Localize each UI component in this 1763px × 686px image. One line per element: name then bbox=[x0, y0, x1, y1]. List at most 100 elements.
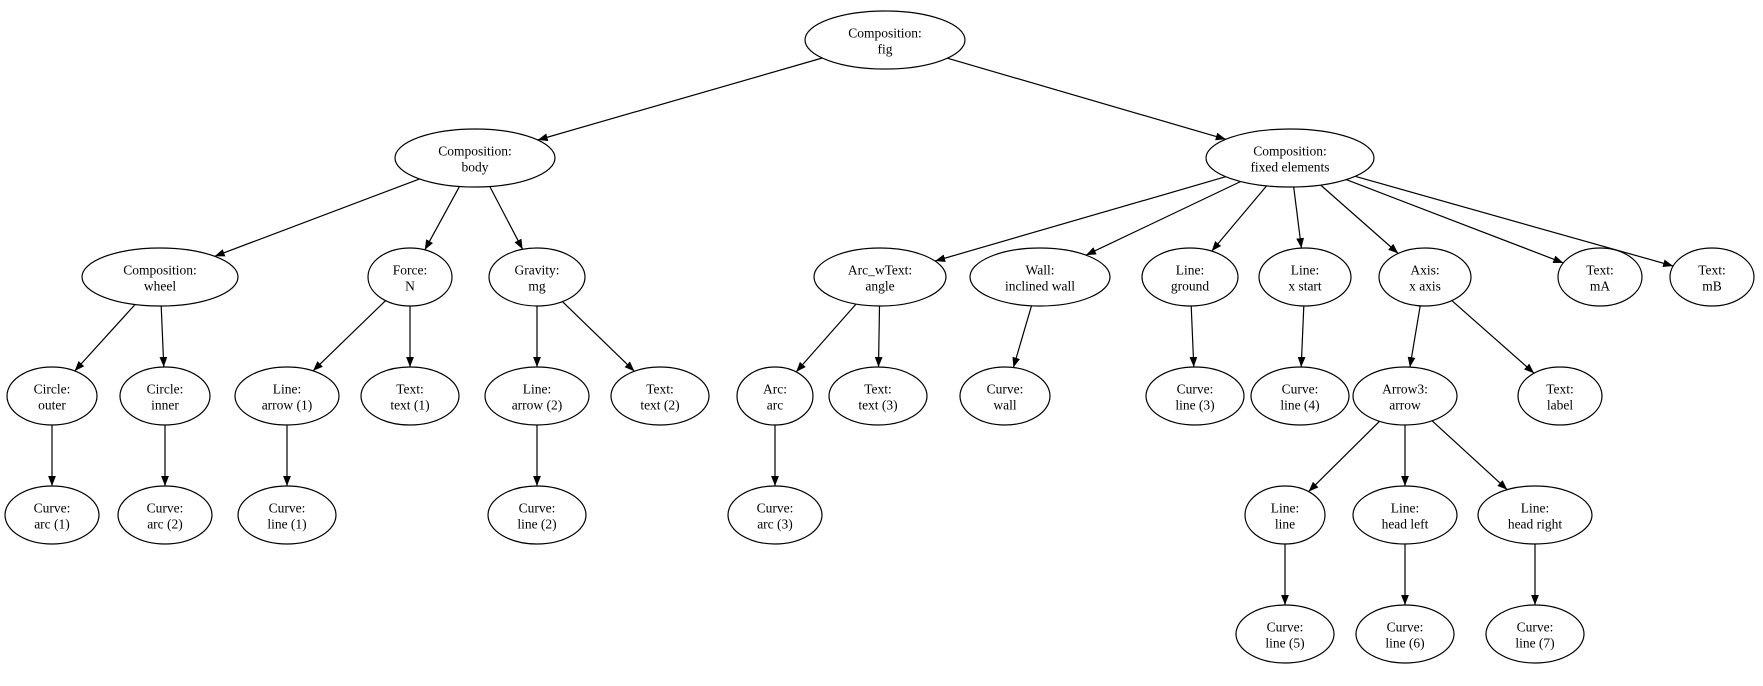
node-circle-outer: Circle:outer bbox=[6, 366, 98, 426]
node-ellipse-curve-line-3 bbox=[1145, 366, 1245, 426]
node-line-line: Line:line bbox=[1244, 485, 1326, 545]
node-label-arc-arc: Arc:arc bbox=[763, 382, 787, 413]
node-line-arrow-2: Line:arrow (2) bbox=[484, 366, 590, 426]
node-label-curve-line-1: Curve:line (1) bbox=[267, 501, 306, 532]
node-arc-arc: Arc:arc bbox=[736, 366, 814, 426]
node-ellipse-curve-arc-2 bbox=[117, 485, 213, 545]
node-text-text-3: Text:text (3) bbox=[828, 366, 928, 426]
node-text-mb: Text:mB bbox=[1669, 247, 1755, 307]
node-fig: Composition:fig bbox=[804, 10, 966, 70]
edge-fixed-elements-to-wall-inclined bbox=[1085, 180, 1241, 256]
node-ellipse-circle-inner bbox=[119, 366, 211, 426]
node-curve-line-3: Curve:line (3) bbox=[1145, 366, 1245, 426]
node-ellipse-curve-arc-3 bbox=[727, 485, 823, 545]
node-ellipse-body bbox=[394, 128, 556, 188]
node-ellipse-curve-line-4 bbox=[1250, 366, 1350, 426]
edge-gravity-mg-to-text-text-2 bbox=[561, 301, 635, 372]
node-label-curve-line-6: Curve:line (6) bbox=[1385, 620, 1424, 651]
node-axis-x-axis: Axis:x axis bbox=[1378, 247, 1472, 307]
node-line-head-left: Line:head left bbox=[1352, 485, 1458, 545]
node-text-text-1: Text:text (1) bbox=[360, 366, 460, 426]
edge-axis-x-axis-to-arrow3-arrow bbox=[1407, 305, 1421, 368]
node-label-text-text-3: Text:text (3) bbox=[858, 382, 897, 413]
node-ellipse-text-mb bbox=[1669, 247, 1755, 307]
node-ellipse-arrow3-arrow bbox=[1352, 366, 1458, 426]
edge-fixed-elements-to-arc-wtext-angle bbox=[934, 176, 1226, 262]
edge-force-n-to-line-arrow-1 bbox=[312, 300, 387, 372]
node-curve-arc-3: Curve:arc (3) bbox=[727, 485, 823, 545]
node-ellipse-curve-line-1 bbox=[237, 485, 337, 545]
edge-fig-to-body bbox=[537, 57, 823, 141]
node-label-curve-line-3: Curve:line (3) bbox=[1175, 382, 1214, 413]
node-circle-inner: Circle:inner bbox=[119, 366, 211, 426]
node-ellipse-text-label bbox=[1517, 366, 1603, 426]
node-ellipse-arc-wtext-angle bbox=[813, 247, 947, 307]
nodes-layer: Composition:figComposition:bodyCompositi… bbox=[4, 10, 1755, 664]
node-text-ma: Text:mA bbox=[1557, 247, 1643, 307]
node-label-gravity-mg: Gravity:mg bbox=[515, 263, 560, 294]
node-label-line-arrow-2: Line:arrow (2) bbox=[512, 382, 563, 413]
node-label-arc-wtext-angle: Arc_wText:angle bbox=[848, 263, 912, 294]
edge-line-ground-to-curve-line-3 bbox=[1189, 305, 1198, 368]
edge-wall-inclined-to-curve-wall bbox=[1012, 305, 1033, 368]
edges-layer bbox=[48, 57, 1674, 605]
node-label-text-mb: Text:mB bbox=[1698, 263, 1726, 294]
node-body: Composition:body bbox=[394, 128, 556, 188]
node-wheel: Composition:wheel bbox=[81, 247, 239, 307]
node-curve-line-2: Curve:line (2) bbox=[487, 485, 587, 545]
node-label-text-ma: Text:mA bbox=[1586, 263, 1614, 294]
node-curve-line-5: Curve:line (5) bbox=[1235, 604, 1335, 664]
node-ellipse-curve-line-6 bbox=[1355, 604, 1455, 664]
node-label-text-text-1: Text:text (1) bbox=[390, 382, 429, 413]
edge-wheel-to-circle-inner bbox=[159, 305, 168, 368]
node-label-curve-arc-2: Curve:arc (2) bbox=[147, 501, 184, 532]
node-curve-wall: Curve:wall bbox=[959, 366, 1051, 426]
node-line-ground: Line:ground bbox=[1141, 247, 1239, 307]
node-line-arrow-1: Line:arrow (1) bbox=[234, 366, 340, 426]
node-label-line-arrow-1: Line:arrow (1) bbox=[262, 382, 313, 413]
edge-body-to-gravity-mg bbox=[489, 186, 524, 250]
node-ellipse-line-ground bbox=[1141, 247, 1239, 307]
node-curve-line-7: Curve:line (7) bbox=[1485, 604, 1585, 664]
node-label-line-line: Line:line bbox=[1271, 501, 1300, 532]
edge-fixed-elements-to-text-ma bbox=[1345, 179, 1564, 264]
node-label-circle-outer: Circle:outer bbox=[34, 382, 71, 413]
node-line-head-right: Line:head right bbox=[1477, 485, 1593, 545]
edge-fixed-elements-to-axis-x-axis bbox=[1320, 184, 1399, 254]
node-ellipse-text-text-1 bbox=[360, 366, 460, 426]
node-label-body: Composition:body bbox=[438, 144, 512, 175]
node-ellipse-curve-wall bbox=[959, 366, 1051, 426]
node-ellipse-arc-arc bbox=[736, 366, 814, 426]
node-ellipse-curve-arc-1 bbox=[4, 485, 100, 545]
edge-arc-wtext-angle-to-arc-arc bbox=[795, 303, 857, 373]
edge-wheel-to-circle-outer bbox=[74, 304, 136, 372]
node-curve-line-4: Curve:line (4) bbox=[1250, 366, 1350, 426]
node-curve-arc-2: Curve:arc (2) bbox=[117, 485, 213, 545]
node-ellipse-line-arrow-2 bbox=[484, 366, 590, 426]
node-label-text-text-2: Text:text (2) bbox=[640, 382, 679, 413]
node-ellipse-circle-outer bbox=[6, 366, 98, 426]
edge-fixed-elements-to-line-ground bbox=[1211, 185, 1268, 252]
node-label-force-n: Force:N bbox=[393, 263, 428, 294]
node-label-text-label: Text:label bbox=[1546, 382, 1574, 413]
node-label-wheel: Composition:wheel bbox=[123, 263, 197, 294]
node-ellipse-fig bbox=[804, 10, 966, 70]
node-arrow3-arrow: Arrow3:arrow bbox=[1352, 366, 1458, 426]
node-label-curve-wall: Curve:wall bbox=[987, 382, 1024, 413]
node-ellipse-line-head-left bbox=[1352, 485, 1458, 545]
node-text-text-2: Text:text (2) bbox=[610, 366, 710, 426]
node-label-fixed-elements: Composition:fixed elements bbox=[1250, 144, 1329, 175]
node-ellipse-line-arrow-1 bbox=[234, 366, 340, 426]
node-ellipse-fixed-elements bbox=[1205, 128, 1375, 188]
node-force-n: Force:N bbox=[367, 247, 453, 307]
node-label-arrow3-arrow: Arrow3:arrow bbox=[1382, 382, 1428, 413]
node-curve-line-1: Curve:line (1) bbox=[237, 485, 337, 545]
node-line-x-start: Line:x start bbox=[1258, 247, 1352, 307]
node-ellipse-gravity-mg bbox=[488, 247, 586, 307]
node-ellipse-axis-x-axis bbox=[1378, 247, 1472, 307]
node-label-circle-inner: Circle:inner bbox=[147, 382, 184, 413]
edge-fig-to-fixed-elements bbox=[947, 57, 1226, 141]
node-curve-arc-1: Curve:arc (1) bbox=[4, 485, 100, 545]
node-ellipse-line-x-start bbox=[1258, 247, 1352, 307]
